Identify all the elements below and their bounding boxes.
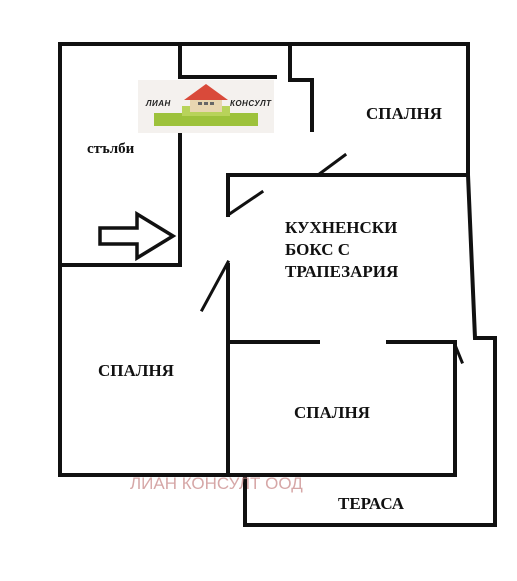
door-swing — [315, 152, 348, 178]
bedroom-top-right-label: СПАЛНЯ — [366, 104, 442, 123]
bedroom-bottom-label: СПАЛНЯ — [294, 403, 370, 422]
interior-wall — [288, 42, 314, 132]
kitchen-label-line-3: ТРАПЕЗАРИЯ — [285, 262, 399, 282]
house-logo-icon — [154, 84, 258, 126]
bedroom-left-label: СПАЛНЯ — [98, 361, 174, 380]
kitchen-label: КУХНЕНСКИ БОКС С ТРАПЕЗАРИЯ — [285, 217, 398, 283]
company-logo: ЛИАН КОНСУЛТ — [138, 80, 274, 133]
outer-wall-right — [243, 172, 497, 527]
door-swing — [453, 343, 464, 364]
door-swing — [225, 189, 265, 218]
door-swing — [199, 259, 231, 313]
arrow-right-icon — [98, 210, 177, 262]
kitchen-label-line-1: КУХНЕНСКИ — [285, 218, 398, 237]
outer-wall-left-bottom — [58, 42, 457, 477]
kitchen-label-line-2: БОКС С — [285, 240, 351, 260]
logo-right-word: КОНСУЛТ — [230, 99, 272, 108]
terrace-label: ТЕРАСА — [338, 494, 405, 513]
watermark-text: ЛИАН КОНСУЛТ ООД — [130, 474, 303, 493]
logo-left-word: ЛИАН — [146, 99, 171, 108]
interior-wall — [178, 42, 277, 79]
interior-wall — [58, 131, 182, 267]
stairs-label: стълби — [87, 141, 135, 157]
outer-wall — [58, 42, 470, 177]
